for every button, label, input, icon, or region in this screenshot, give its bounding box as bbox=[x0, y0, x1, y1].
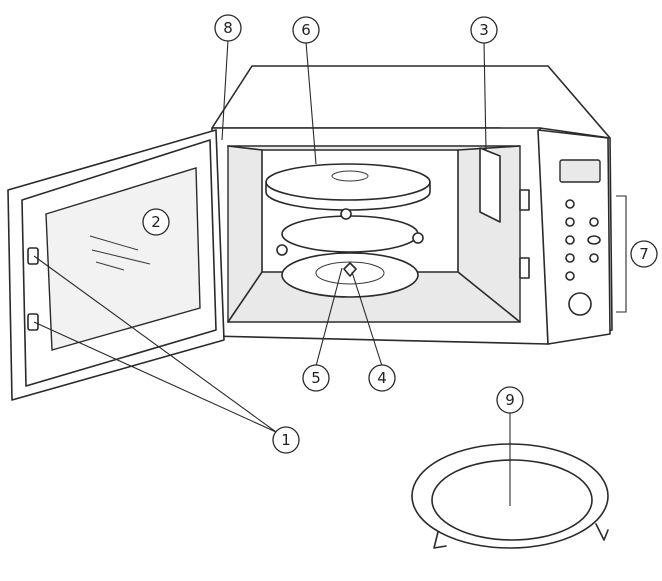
latch-hole-upper bbox=[519, 189, 530, 211]
callout-9-label: 9 bbox=[505, 391, 515, 409]
callout-1: 1 bbox=[272, 426, 300, 454]
roller-wheel bbox=[276, 244, 288, 256]
callout-7-label: 7 bbox=[639, 245, 649, 263]
control-panel-face bbox=[537, 129, 611, 345]
start-dial bbox=[568, 292, 592, 316]
roller-wheel bbox=[412, 232, 424, 244]
callout-2: 2 bbox=[142, 208, 170, 236]
glass-tray bbox=[265, 163, 431, 201]
callout-8: 8 bbox=[214, 14, 242, 42]
display-window bbox=[559, 159, 601, 183]
control-buttons bbox=[565, 199, 601, 316]
latch-hole-lower bbox=[519, 257, 530, 279]
roller-rest-inner bbox=[431, 459, 593, 541]
roller-wheel bbox=[340, 208, 352, 220]
callout-1-label: 1 bbox=[281, 431, 291, 449]
callout-4: 4 bbox=[368, 364, 396, 392]
control-panel-bracket bbox=[616, 195, 627, 313]
door-latch-lower bbox=[27, 313, 39, 331]
leader-lines bbox=[33, 39, 511, 506]
control-button bbox=[565, 235, 575, 245]
control-button bbox=[565, 217, 575, 227]
callout-4-label: 4 bbox=[377, 369, 387, 387]
callout-3: 3 bbox=[470, 16, 498, 44]
floor-turntable-inner bbox=[315, 261, 385, 285]
turntable-parts bbox=[265, 163, 431, 298]
control-button bbox=[589, 253, 599, 263]
control-button bbox=[565, 199, 575, 209]
control-button bbox=[587, 235, 601, 245]
control-button bbox=[565, 271, 575, 281]
callout-6: 6 bbox=[292, 16, 320, 44]
callout-5: 5 bbox=[302, 364, 330, 392]
callout-8-label: 8 bbox=[223, 19, 233, 37]
waveguide-cover bbox=[479, 147, 501, 223]
callout-6-label: 6 bbox=[301, 21, 311, 39]
roller-ring bbox=[281, 215, 419, 253]
oven-door bbox=[7, 129, 225, 401]
callout-7: 7 bbox=[630, 240, 658, 268]
callout-5-label: 5 bbox=[311, 369, 321, 387]
callout-9: 9 bbox=[496, 386, 524, 414]
callout-3-label: 3 bbox=[479, 21, 489, 39]
glass-tray-hub bbox=[331, 170, 369, 182]
door-latch-upper bbox=[27, 247, 39, 265]
control-panel bbox=[537, 129, 627, 345]
callout-2-label: 2 bbox=[151, 213, 161, 231]
control-button bbox=[565, 253, 575, 263]
control-button bbox=[589, 217, 599, 227]
coupler bbox=[343, 262, 357, 277]
